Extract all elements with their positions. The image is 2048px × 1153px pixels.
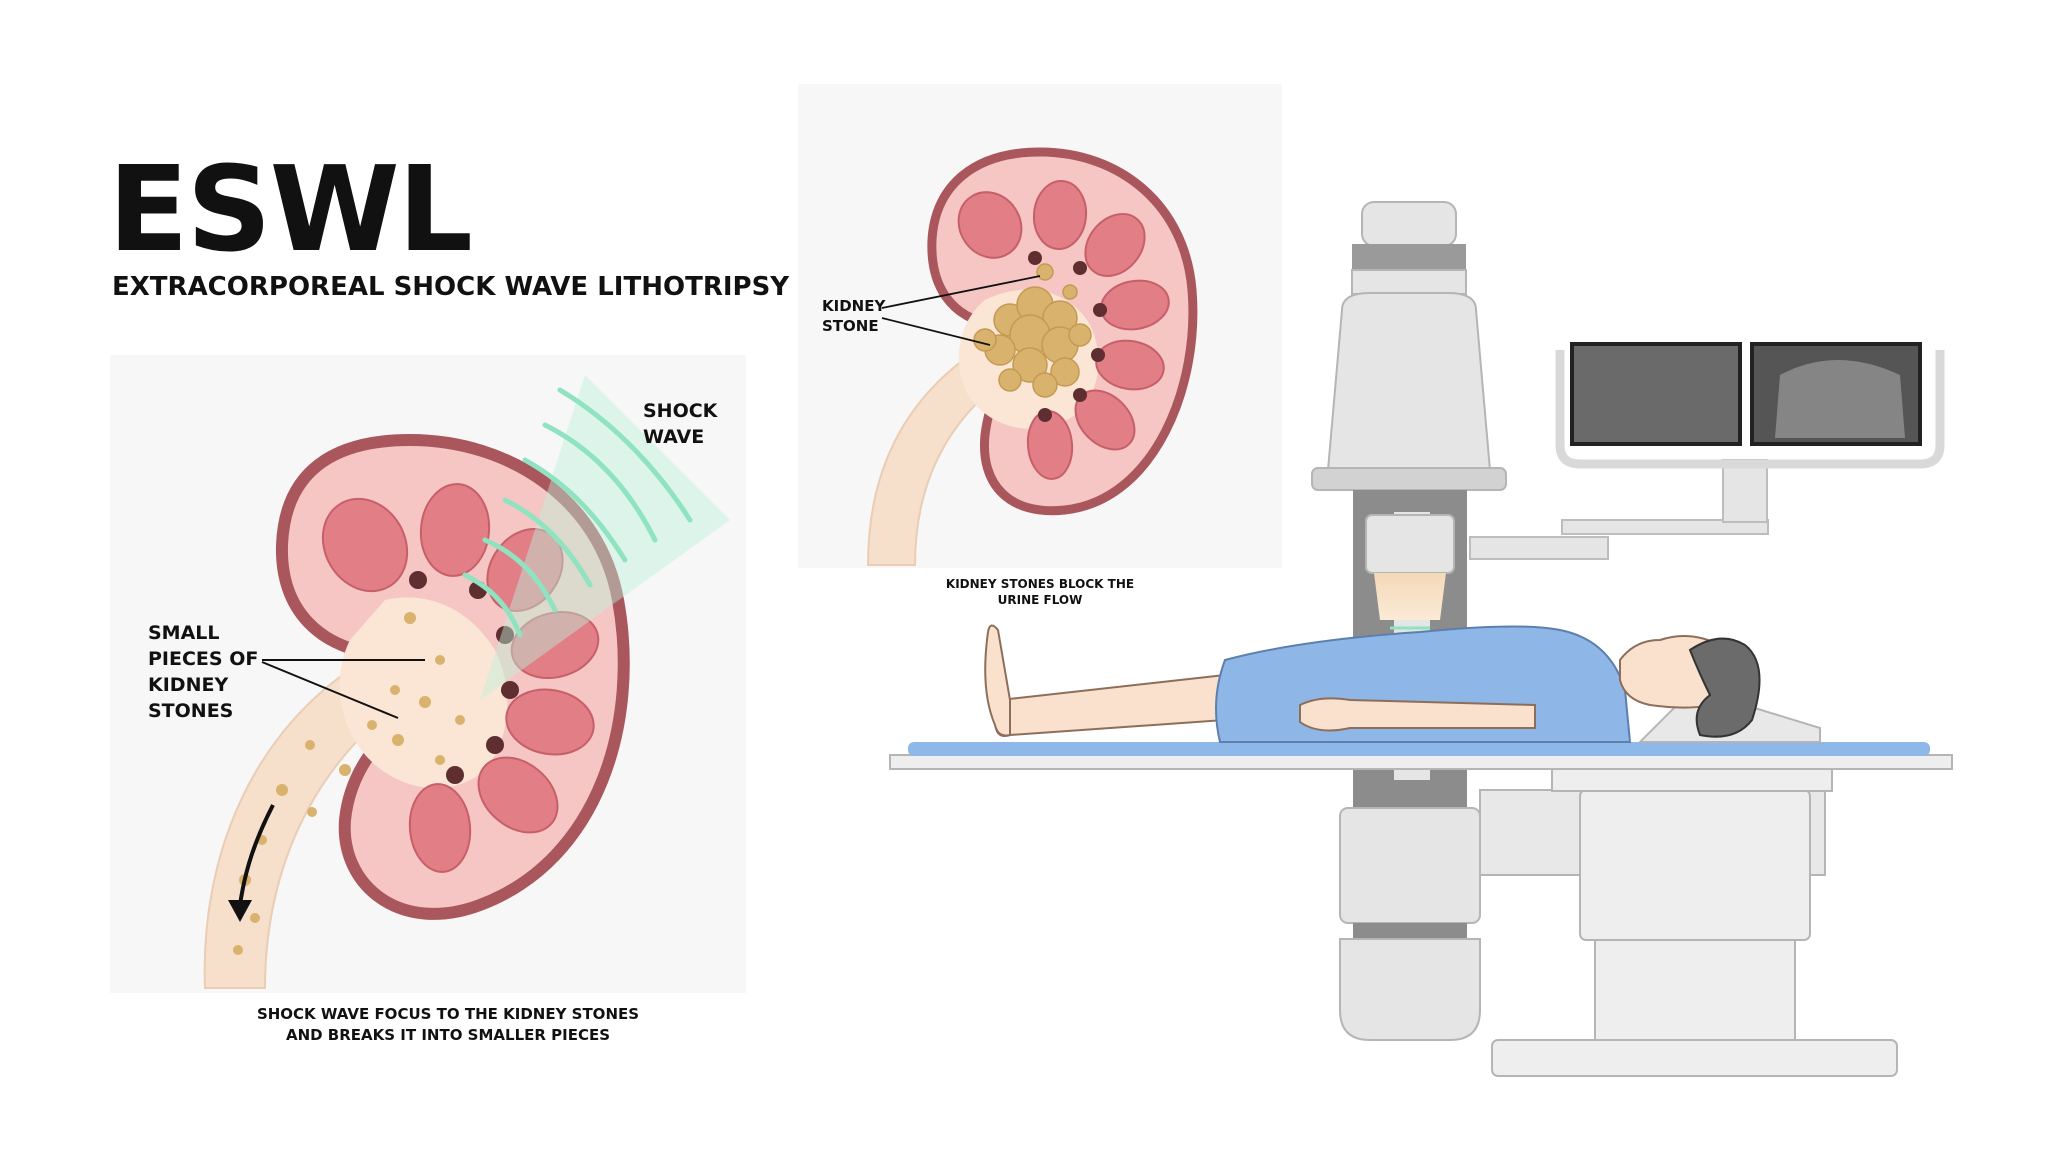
monitor-arm-vertical [1722,459,1768,523]
patient-arm [1299,697,1536,732]
machine-head-base [1311,467,1507,491]
table-frame [1551,768,1833,792]
machine-head-cap [1361,201,1457,247]
small-pieces-label: SMALL PIECES OF KIDNEY STONES [148,622,259,722]
lower-unit-band [1353,923,1467,939]
left-kidney-group [203,375,730,989]
page-subtitle: EXTRACORPOREAL SHOCK WAVE LITHOTRIPSY [112,272,790,302]
left-leader-lines [261,659,425,719]
table-pedestal-top [1579,789,1811,941]
patient-hair [1688,637,1761,738]
lower-column-dark [1353,780,1467,810]
top-leader-lines [881,275,1041,346]
transducer-housing [1365,514,1455,574]
monitor-left [1570,342,1742,446]
shock-wave-label: SHOCK WAVE [643,400,718,448]
patient-legs [993,673,1226,737]
top-calyces [1028,251,1107,422]
machine-head-band [1352,244,1466,270]
left-panel-caption: SHOCK WAVE FOCUS TO THE KIDNEY STONES AN… [256,1005,640,1044]
lithotripter-machine [889,201,1953,1077]
ultrasound-image [1775,360,1905,438]
shock-wave [462,375,730,700]
left-renal-pyramids [321,483,600,873]
lower-unit-bottom [1339,938,1481,1041]
machine-head-collar [1351,269,1467,295]
left-renal-pelvis [339,597,508,789]
kidney-stone-cluster [973,263,1092,398]
top-panel-caption: KIDNEY STONES BLOCK THE URINE FLOW [945,577,1135,607]
page-title: ESWL [108,140,473,278]
table-top [889,754,1953,770]
monitor-frame [1555,350,1945,469]
kidney-stone-label: KIDNEY STONE [822,297,886,335]
patient [984,624,1761,743]
urine-flow-arrow-icon [228,804,275,922]
machine-head-body [1326,292,1492,471]
table-base [1491,1039,1898,1077]
left-stone-fragments [233,612,465,955]
table-pedestal [1594,939,1796,1041]
table-mat [908,742,1930,756]
top-kidney-group [866,147,1198,566]
top-renal-pyramids [957,180,1170,480]
machine-mid-band [1353,490,1467,512]
monitor-arm-horizontal [1469,536,1609,560]
monitor-arm-bar [1561,519,1769,535]
patient-feet [984,624,1011,737]
shock-wave-beam [1374,573,1446,620]
lower-unit-upper [1339,807,1481,924]
